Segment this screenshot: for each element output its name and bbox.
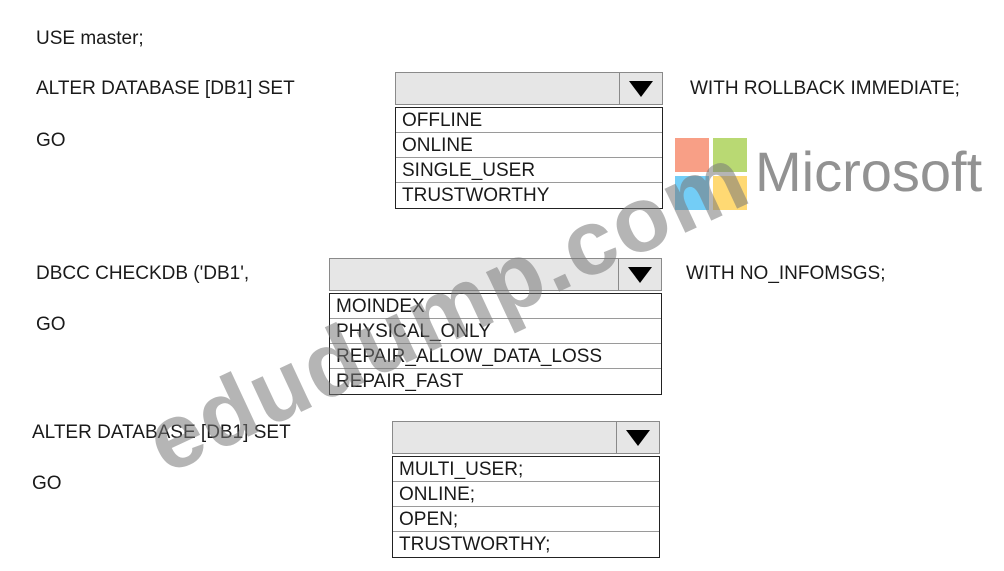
go-line-3: GO [32, 473, 62, 494]
microsoft-logo-icon [675, 138, 747, 210]
triangle-down-icon [628, 266, 652, 283]
set-option-dropdown[interactable]: OFFLINE ONLINE SINGLE_USER TRUSTWORTHY [395, 72, 663, 209]
dropdown-1-option[interactable]: TRUSTWORTHY [402, 185, 550, 206]
dropdown-3-options: MULTI_USER; ONLINE; OPEN; TRUSTWORTHY; [392, 456, 660, 558]
dropdown-2-option[interactable]: PHYSICAL_ONLY [330, 319, 661, 344]
dropdown-1-options: OFFLINE ONLINE SINGLE_USER TRUSTWORTHY [395, 107, 663, 209]
microsoft-watermark-text: Microsoft [755, 140, 983, 203]
dropdown-2-option[interactable]: REPAIR_FAST [336, 371, 464, 392]
dropdown-2-header[interactable] [329, 258, 662, 291]
triangle-down-icon [629, 80, 653, 97]
dbcc-checkdb-line: DBCC CHECKDB ('DB1', [36, 263, 250, 284]
triangle-down-icon [626, 429, 650, 446]
dropdown-2-option[interactable]: REPAIR_ALLOW_DATA_LOSS [330, 344, 661, 369]
dropdown-2-option[interactable]: MOINDEX [330, 294, 661, 319]
dropdown-2-options: MOINDEX PHYSICAL_ONLY REPAIR_ALLOW_DATA_… [329, 293, 662, 395]
no-infomsgs-line: WITH NO_INFOMSGS; [686, 263, 886, 284]
dropdown-3-header[interactable] [392, 421, 660, 454]
rollback-immediate-line: WITH ROLLBACK IMMEDIATE; [690, 78, 960, 99]
go-line-1: GO [36, 130, 66, 151]
alter-database-line-1: ALTER DATABASE [DB1] SET [36, 78, 295, 99]
dropdown-1-header[interactable] [395, 72, 663, 105]
dropdown-1-option[interactable]: SINGLE_USER [396, 158, 662, 183]
dropdown-3-option[interactable]: MULTI_USER; [393, 457, 659, 482]
dropdown-1-toggle-button[interactable] [619, 73, 662, 104]
dropdown-3-option[interactable]: ONLINE; [393, 482, 659, 507]
dropdown-2-toggle-button[interactable] [618, 259, 661, 290]
dropdown-1-option[interactable]: OFFLINE [396, 108, 662, 133]
go-line-2: GO [36, 314, 66, 335]
alter-database-line-2: ALTER DATABASE [DB1] SET [32, 422, 291, 443]
dropdown-1-option[interactable]: ONLINE [396, 133, 662, 158]
dropdown-3-option[interactable]: OPEN; [393, 507, 659, 532]
checkdb-option-dropdown[interactable]: MOINDEX PHYSICAL_ONLY REPAIR_ALLOW_DATA_… [329, 258, 662, 395]
use-master-line: USE master; [36, 28, 144, 49]
dropdown-3-option[interactable]: TRUSTWORTHY; [399, 534, 551, 555]
set-multi-user-dropdown[interactable]: MULTI_USER; ONLINE; OPEN; TRUSTWORTHY; [392, 421, 660, 558]
dropdown-3-toggle-button[interactable] [616, 422, 659, 453]
